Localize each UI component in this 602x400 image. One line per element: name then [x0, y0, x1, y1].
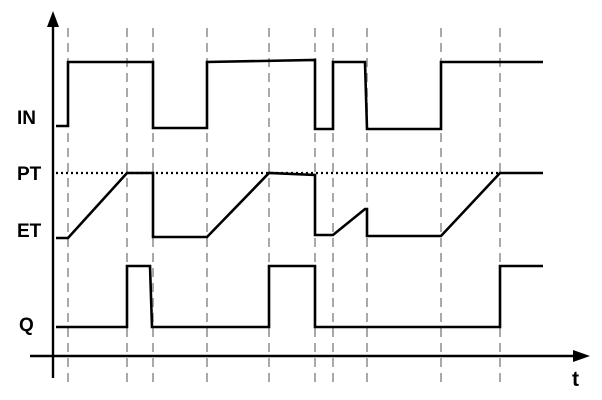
time-axis-label: t [572, 368, 579, 391]
in-label: IN [17, 108, 36, 129]
time-guides [67, 28, 501, 382]
x-axis-arrow-icon [573, 350, 590, 362]
in-signal-trace [56, 58, 543, 131]
axes [30, 11, 590, 378]
et-signal-trace [56, 171, 543, 240]
et-label: ET [17, 221, 42, 242]
y-axis-arrow-icon [47, 11, 59, 27]
pt-label: PT [17, 164, 42, 185]
q-signal-trace [56, 264, 543, 329]
q-label: Q [19, 315, 34, 336]
